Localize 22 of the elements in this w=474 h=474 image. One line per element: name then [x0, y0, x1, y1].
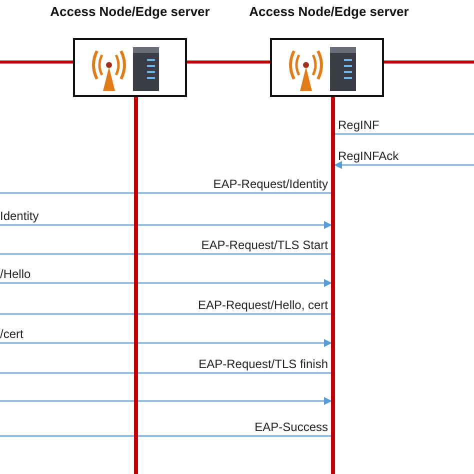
message-arrow: [0, 279, 332, 287]
node-heading: Access Node/Edge server: [249, 4, 409, 19]
message-arrow: [0, 397, 332, 405]
lifeline: [331, 97, 335, 474]
edge-label: RegINFAck: [338, 149, 399, 163]
edge-label: /Hello: [0, 267, 31, 281]
edge-label: EAP-Request/TLS finish: [198, 357, 328, 371]
message-arrow: [334, 161, 474, 169]
edge-label: /cert: [0, 327, 24, 341]
edge-label: EAP-Request/Hello, cert: [198, 298, 328, 312]
edge-label: EAP-Success: [254, 420, 328, 434]
message-arrow: [0, 339, 332, 347]
network-link: [0, 60, 73, 64]
network-link: [187, 60, 270, 64]
lifeline: [134, 97, 138, 474]
edge-label: RegINF: [338, 118, 380, 132]
node-heading: Access Node/Edge server: [50, 4, 210, 19]
edge-label: EAP-Request/TLS Start: [201, 238, 328, 252]
network-link: [384, 60, 474, 64]
edge-label: EAP-Request/Identity: [213, 177, 328, 191]
edge-label: Identity: [0, 209, 39, 223]
message-arrow: [0, 221, 332, 229]
